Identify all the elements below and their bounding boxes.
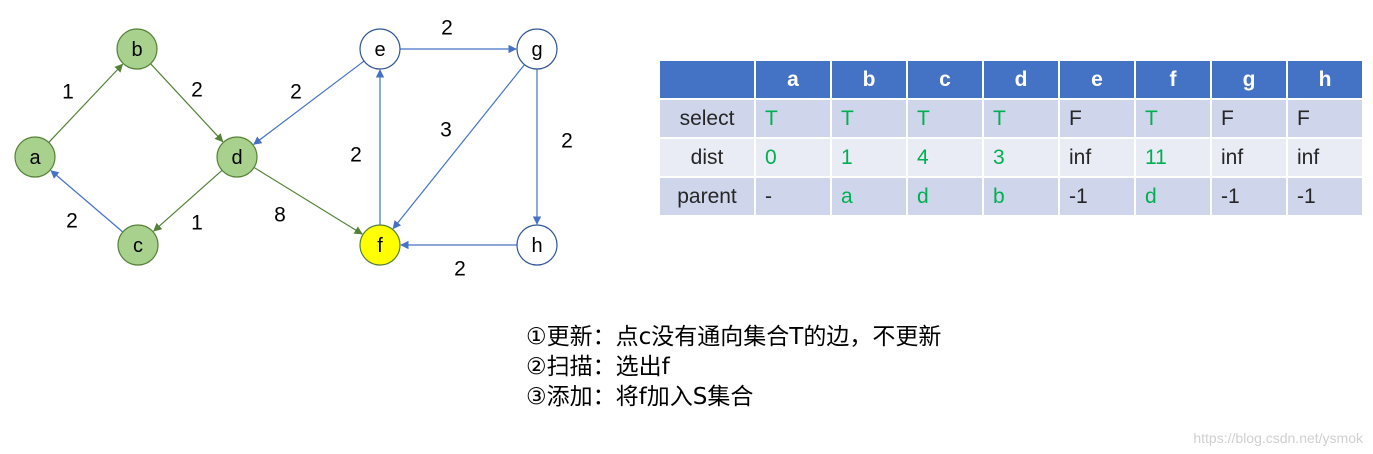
edge-weight-e-g: 2	[441, 17, 453, 40]
node-label-a: a	[29, 147, 41, 169]
table-cell-select-f: T	[1136, 100, 1210, 137]
node-label-h: h	[531, 235, 542, 257]
node-b: b	[116, 28, 158, 70]
edge-weight-d-c: 1	[191, 212, 203, 235]
edge-weight-e-d: 2	[290, 81, 302, 104]
edge-d-c	[153, 169, 223, 232]
edge-weight-a-b: 1	[62, 81, 74, 104]
table-cell-dist-f: 11	[1136, 139, 1210, 176]
edge-d-f	[253, 166, 363, 235]
edge-weight-h-f: 2	[454, 258, 466, 281]
row-header-parent: parent	[660, 178, 754, 215]
edge-weight-d-f: 8	[274, 204, 286, 227]
table-cell-dist-a: 0	[756, 139, 830, 176]
node-label-d: d	[231, 147, 242, 169]
node-g: g	[516, 28, 558, 70]
table-cell-parent-e: -1	[1060, 178, 1134, 215]
edge-weight-f-e: 2	[350, 144, 362, 167]
edge-weight-b-d: 2	[191, 79, 203, 102]
column-header-c: c	[908, 61, 982, 98]
step-scan-note: ②扫描：选出f	[526, 354, 670, 380]
table-cell-select-a: T	[756, 100, 830, 137]
column-header-d: d	[984, 61, 1058, 98]
edge-g-f	[392, 64, 525, 230]
edge-e-d	[253, 60, 365, 145]
table-cell-dist-g: inf	[1212, 139, 1286, 176]
node-a: a	[14, 136, 56, 178]
table-cell-dist-b: 1	[832, 139, 906, 176]
column-header-e: e	[1060, 61, 1134, 98]
watermark: https://blog.csdn.net/ysmok	[1193, 430, 1363, 446]
edge-weight-g-f: 3	[440, 119, 452, 142]
node-circle-b	[116, 28, 158, 70]
table-cell-parent-f: d	[1136, 178, 1210, 215]
node-d: d	[216, 136, 258, 178]
step-notes: ①更新：点c没有通向集合T的边，不更新 ②扫描：选出f ③添加：将f加入S集合	[526, 322, 941, 412]
table-cell-dist-c: 4	[908, 139, 982, 176]
column-header-a: a	[756, 61, 830, 98]
node-label-b: b	[131, 39, 142, 61]
node-f: f	[359, 224, 401, 266]
node-circle-c	[117, 224, 159, 266]
node-circle-e	[359, 28, 401, 70]
graph-diagram: 1 2 2 1 8 2 2 2 3 2 2 a b c d e f g h	[14, 17, 573, 281]
node-circle-a	[14, 136, 56, 178]
table-cell-select-h: F	[1288, 100, 1362, 137]
table-cell-parent-d: b	[984, 178, 1058, 215]
step-add-note: ③添加：将f加入S集合	[526, 384, 754, 410]
node-label-e: e	[374, 39, 385, 61]
node-circle-d	[216, 136, 258, 178]
column-header-h: h	[1288, 61, 1362, 98]
step-update-note: ①更新：点c没有通向集合T的边，不更新	[526, 324, 942, 350]
edge-weight-c-a: 2	[66, 210, 78, 233]
column-header-b: b	[832, 61, 906, 98]
table-cell-select-g: F	[1212, 100, 1286, 137]
node-label-g: g	[531, 39, 542, 61]
node-e: e	[359, 28, 401, 70]
table-cell-parent-h: -1	[1288, 178, 1362, 215]
column-header-f: f	[1136, 61, 1210, 98]
table-header-row: a b c d e f g h	[660, 61, 1362, 98]
node-label-c: c	[133, 235, 143, 257]
table-cell-parent-g: -1	[1212, 178, 1286, 215]
table-cell-parent-a: -	[756, 178, 830, 215]
node-c: c	[117, 224, 159, 266]
edge-a-b	[48, 63, 124, 143]
table-cell-dist-e: inf	[1060, 139, 1134, 176]
table-cell-dist-d: 3	[984, 139, 1058, 176]
table-cell-dist-h: inf	[1288, 139, 1362, 176]
table-cell-parent-c: d	[908, 178, 982, 215]
table-corner-cell	[660, 61, 754, 98]
node-circle-f	[359, 224, 401, 266]
edge-b-d	[150, 63, 224, 143]
node-circle-g	[516, 28, 558, 70]
edge-weight-g-h: 2	[561, 130, 573, 153]
table-cell-select-b: T	[832, 100, 906, 137]
node-label-f: f	[377, 235, 383, 257]
table-cell-parent-b: a	[832, 178, 906, 215]
table-cell-select-c: T	[908, 100, 982, 137]
edge-c-a	[50, 170, 124, 233]
row-header-select: select	[660, 100, 754, 137]
column-header-g: g	[1212, 61, 1286, 98]
table-cell-select-e: F	[1060, 100, 1134, 137]
node-circle-h	[516, 224, 558, 266]
table-cell-select-d: T	[984, 100, 1058, 137]
node-h: h	[516, 224, 558, 266]
row-header-dist: dist	[660, 139, 754, 176]
